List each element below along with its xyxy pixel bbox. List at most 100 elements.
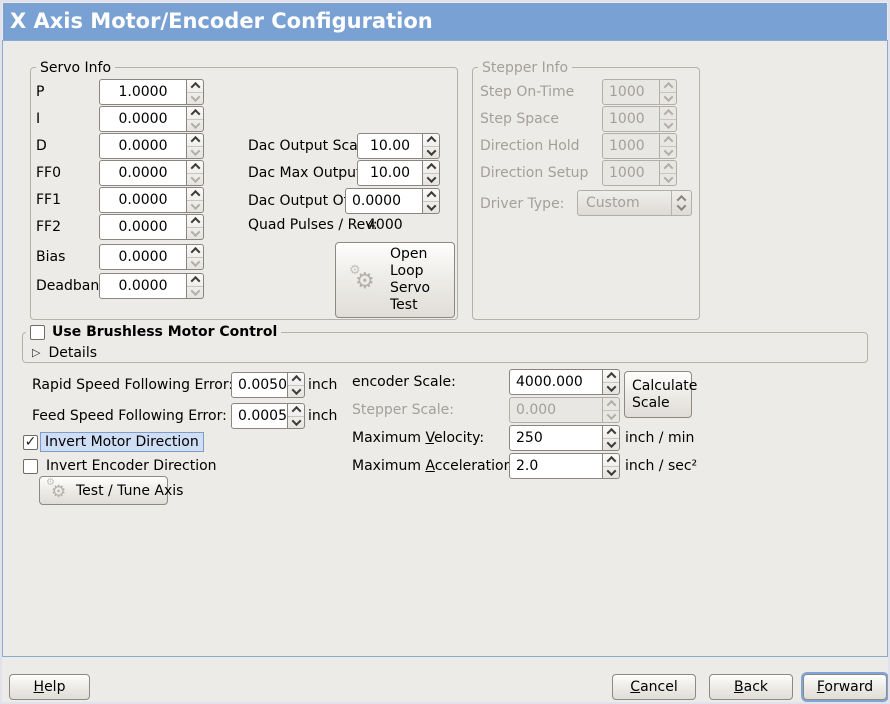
spin-up-button[interactable] [187,107,203,119]
quad-pulses-value: 4000 [367,217,403,233]
spin-up-button[interactable] [423,189,439,201]
spin-down-button[interactable] [603,465,619,479]
gears-icon: ⚙⚙ [348,263,380,297]
maximum-velocity-input[interactable]: 250 [509,425,603,451]
spin-up-button[interactable] [603,426,619,438]
dac-output-scale-input[interactable]: 10.00 [357,133,423,159]
feed-following-error-unit: inch [308,408,338,424]
page-title: X Axis Motor/Encoder Configuration [10,9,433,33]
maximum-acceleration-label: Maximum Acceleration: [352,457,517,475]
spin-down-button[interactable] [187,145,203,159]
servo-ff0-label: FF0 [36,165,62,181]
spin-down-button[interactable] [288,415,304,429]
maximum-acceleration-input[interactable]: 2.0 [509,453,603,479]
calculate-scale-button[interactable]: Calculate Scale [624,371,697,418]
spin-up-button[interactable] [423,134,439,146]
servo-ff1-input[interactable]: 0.0000 [99,187,187,213]
mnemonic-letter: H [33,679,45,695]
spin-up-button[interactable] [423,161,439,173]
stepper-info-frame-title: Stepper Info [478,60,573,76]
invert-encoder-checkbox[interactable] [23,459,38,474]
spin-up-button [660,80,676,92]
forward-button[interactable]: Forward [803,674,887,700]
help-button[interactable]: Help [9,674,90,700]
spin-down-button[interactable] [187,199,203,213]
servo-ff0-spinner [187,160,204,186]
gears-icon: ⚙⚙ [46,476,72,504]
brushless-label: Use Brushless Motor Control [52,324,278,340]
spin-up-button[interactable] [288,373,304,385]
dac-max-output-label: Dac Max Output: [248,165,367,181]
maximum-velocity-unit: inch / min [625,430,695,446]
driver-type-combobox: Custom [577,190,692,216]
brushless-checkbox[interactable] [30,324,45,340]
spin-down-button[interactable] [187,91,203,105]
servo-bias-input[interactable]: 0.0000 [99,244,187,270]
servo-ff0-input[interactable]: 0.0000 [99,160,187,186]
content-area [2,40,888,657]
spin-down-button[interactable] [603,381,619,395]
rapid-following-error-label: Rapid Speed Following Error: [32,377,234,393]
spin-up-button[interactable] [187,245,203,257]
spin-up-button[interactable] [187,80,203,92]
spin-up-button[interactable] [603,370,619,382]
direction-hold-label: Direction Hold [480,138,580,154]
label-text: orward [824,679,874,695]
dac-output-scale-label: Dac Output Scale: [248,138,375,154]
spin-down-button[interactable] [423,172,439,186]
forward-button-label: Forward [817,679,873,695]
dac-output-offset-input[interactable]: 0.0000 [345,188,423,214]
invert-motor-checkbox[interactable]: ✓ [23,435,38,450]
servo-p-input[interactable]: 1.0000 [99,79,187,105]
mnemonic-letter: B [734,679,744,695]
spin-down-button[interactable] [603,437,619,451]
stepper-scale-spinner [603,397,620,423]
details-expander[interactable]: ▷ Details [32,345,97,361]
spin-down-button [660,91,676,105]
driver-type-value: Custom [586,195,640,211]
servo-bias-spinner [187,244,204,270]
invert-motor-label[interactable]: Invert Motor Direction [40,432,204,452]
spin-up-button[interactable] [187,161,203,173]
step-space-label: Step Space [480,111,559,127]
encoder-scale-input[interactable]: 4000.000 [509,369,603,395]
test-tune-axis-button[interactable]: ⚙⚙ Test / Tune Axis [39,476,183,505]
spin-up-button[interactable] [187,188,203,200]
spin-up-button[interactable] [187,215,203,227]
spin-down-button[interactable] [187,118,203,132]
spin-up-button[interactable] [288,404,304,416]
servo-deadband-input[interactable]: 0.0000 [99,273,187,299]
cancel-button[interactable]: Cancel [612,674,696,700]
spin-down-button[interactable] [187,285,203,299]
spin-up-button[interactable] [603,454,619,466]
titlebar: X Axis Motor/Encoder Configuration [3,3,887,40]
servo-d-label: D [36,138,47,154]
spin-up-button[interactable] [187,134,203,146]
spin-up-button [660,161,676,173]
servo-d-input[interactable]: 0.0000 [99,133,187,159]
chevron-down-icon [678,204,685,211]
rapid-following-error-input[interactable]: 0.0050 [231,372,288,398]
spin-down-button [660,118,676,132]
servo-i-spinner [187,106,204,132]
open-loop-servo-test-button[interactable]: ⚙⚙ Open Loop Servo Test [335,242,455,318]
mnemonic-letter: V [425,430,434,446]
spin-up-button[interactable] [187,274,203,286]
spin-down-button[interactable] [187,226,203,240]
gear-glyph: ⚙ [46,476,55,488]
feed-following-error-input[interactable]: 0.0005 [231,403,288,429]
encoder-scale-spinner [603,369,620,395]
invert-encoder-label[interactable]: Invert Encoder Direction [46,458,217,474]
servo-ff2-input[interactable]: 0.0000 [99,214,187,240]
spin-down-button[interactable] [423,145,439,159]
feed-following-error-label: Feed Speed Following Error: [32,408,227,424]
dac-max-output-input[interactable]: 10.00 [357,160,423,186]
spin-down-button[interactable] [187,172,203,186]
spin-down-button[interactable] [187,256,203,270]
spin-down-button[interactable] [423,200,439,214]
servo-i-input[interactable]: 0.0000 [99,106,187,132]
step-space-spinner [660,106,677,132]
back-button-label: Back [734,679,768,695]
back-button[interactable]: Back [709,674,793,700]
spin-down-button[interactable] [288,384,304,398]
